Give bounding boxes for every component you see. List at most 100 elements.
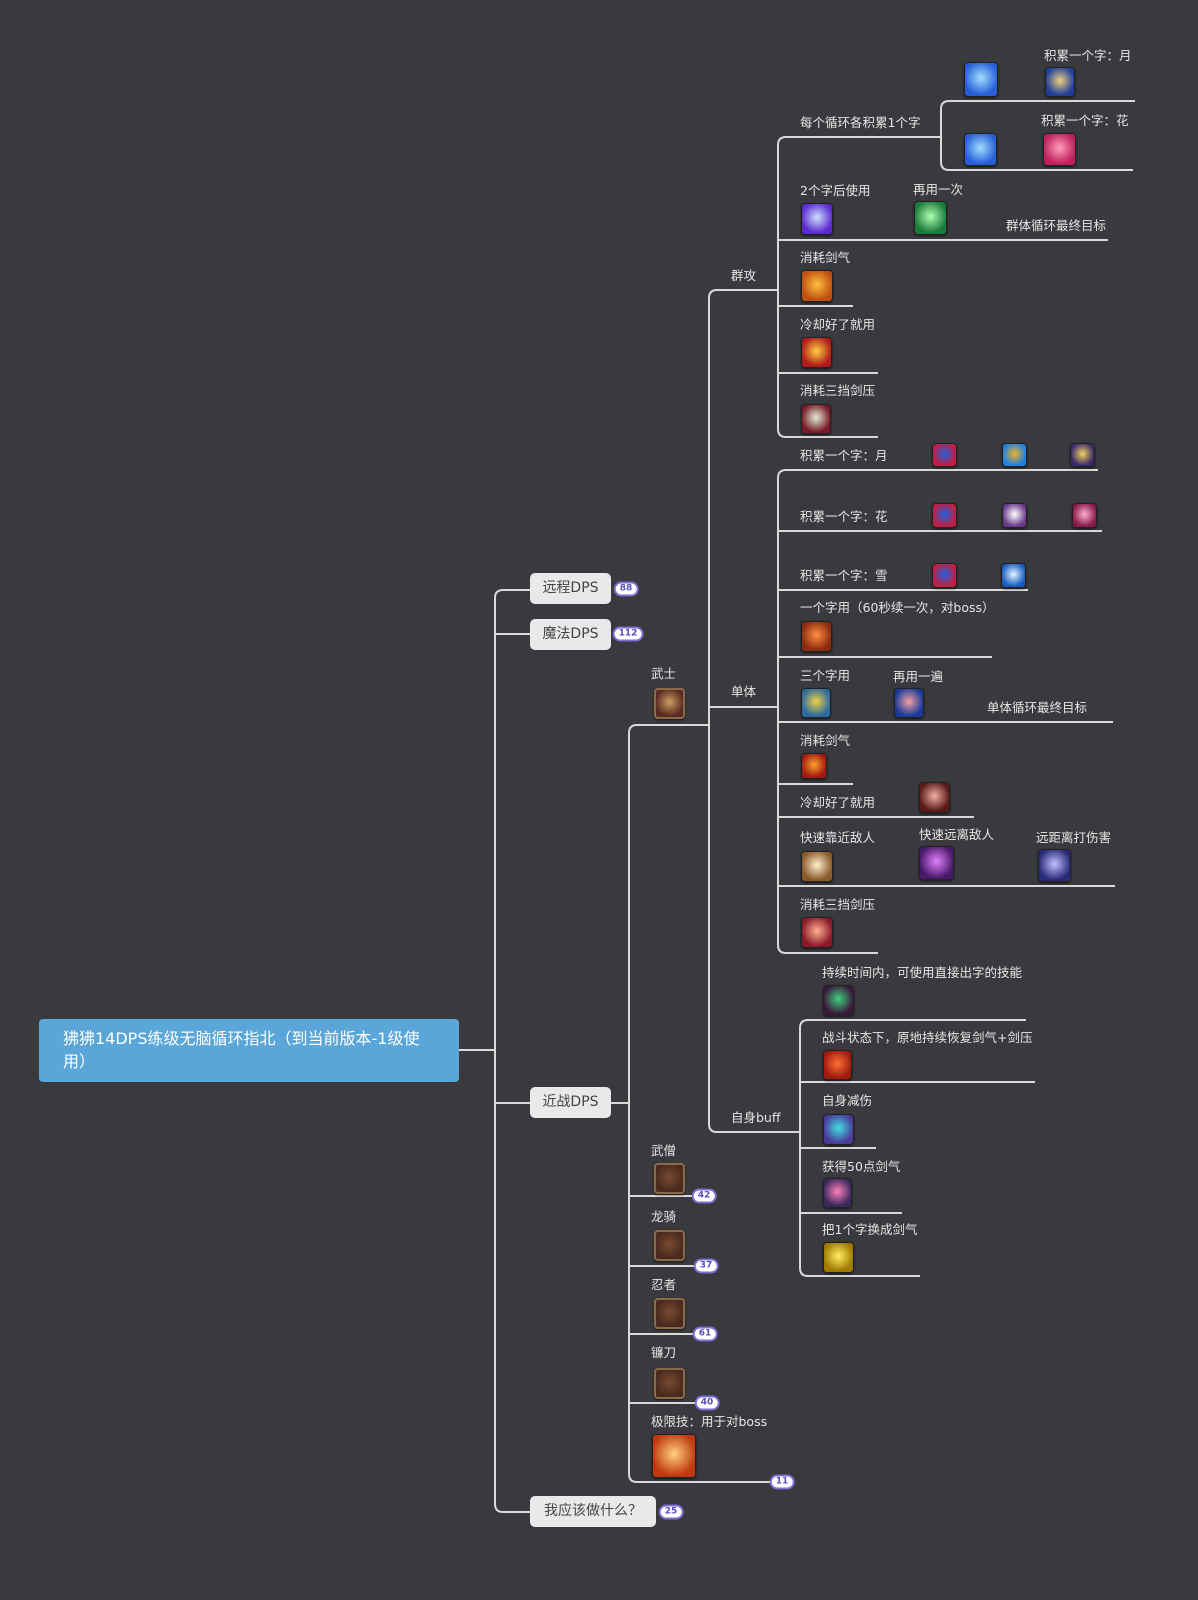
topic-label[interactable]: 单体循环最终目标	[987, 700, 1088, 715]
topic-what-should-i-do[interactable]: 我应该做什么？	[530, 1496, 656, 1527]
topic-label[interactable]: 一个字用（60秒续一次，对boss）	[800, 600, 995, 615]
topic-label: 我应该做什么？	[544, 1503, 642, 1519]
topic-label[interactable]: 持续时间内，可使用直接出字的技能	[822, 965, 1023, 980]
fire-slash-skill-icon	[801, 753, 827, 779]
collapsed-count-badge[interactable]: 112	[612, 626, 644, 642]
gold-blue-slash-skill-icon	[1002, 443, 1027, 467]
topic-melee-dps[interactable]: 近战DPS	[530, 1087, 611, 1118]
root-topic[interactable]: 狒狒14DPS练级无脑循环指北（到当前版本-1级使用）	[39, 1019, 459, 1082]
topic-label[interactable]: 群体循环最终目标	[1006, 218, 1107, 233]
connector-line	[940, 100, 1135, 110]
topic-label[interactable]: 忍者	[651, 1277, 677, 1292]
blue-swirl-skill-icon	[964, 133, 997, 166]
topic-label[interactable]: 消耗剑气	[800, 733, 851, 748]
three-orbs-skill-icon	[823, 985, 854, 1016]
red-blue-slash-skill-icon	[932, 563, 957, 588]
root-title: 狒狒14DPS练级无脑循环指北（到当前版本-1级使用）	[63, 1029, 420, 1071]
topic-label: 近战DPS	[542, 1094, 599, 1110]
collapsed-count-badge[interactable]: 25	[658, 1504, 684, 1520]
lightning-slash-skill-icon	[1002, 503, 1027, 528]
monk-job-icon	[654, 1163, 685, 1194]
topic-label: 魔法DPS	[542, 626, 599, 642]
green-burst-skill-icon	[914, 201, 947, 235]
connector-line	[628, 1473, 770, 1483]
topic-label[interactable]: 自身减伤	[822, 1093, 873, 1108]
connector-line	[777, 136, 941, 146]
reaper-job-icon	[654, 1368, 685, 1399]
topic-magic-dps[interactable]: 魔法DPS	[530, 619, 611, 650]
topic-label[interactable]: 冷却好了就用	[800, 317, 876, 332]
topic-label[interactable]: 每个循环各积累1个字	[800, 115, 921, 130]
topic-label[interactable]: 再用一遍	[893, 669, 944, 684]
topic-label[interactable]: 积累一个字：花	[1041, 113, 1129, 128]
topic-label[interactable]: 龙骑	[651, 1209, 677, 1224]
topic-label[interactable]: 武士	[651, 666, 677, 681]
connector-line	[777, 428, 878, 438]
connector-line	[777, 469, 1098, 479]
collapsed-count-badge[interactable]: 61	[692, 1326, 718, 1342]
topic-label[interactable]: 获得50点剑气	[822, 1159, 901, 1174]
topic-label[interactable]: 三个字用	[800, 668, 851, 683]
connector-line	[777, 944, 878, 954]
topic-label[interactable]: 镰刀	[651, 1345, 677, 1360]
dark-slash-skill-icon	[919, 782, 950, 813]
flower-skill-icon	[1043, 133, 1076, 166]
topic-label[interactable]: 快速远离敌人	[919, 827, 995, 842]
red-strike-skill-icon	[801, 337, 832, 368]
meditate-skill-icon	[823, 1050, 852, 1080]
topic-label[interactable]: 消耗三挡剑压	[800, 383, 876, 398]
topic-ranged-dps[interactable]: 远程DPS	[530, 573, 611, 604]
connector-line	[799, 1267, 920, 1277]
topic-label[interactable]: 消耗三挡剑压	[800, 897, 876, 912]
topic-label[interactable]: 远距离打伤害	[1036, 830, 1112, 845]
topic-label[interactable]: 单体	[731, 684, 757, 699]
topic-label[interactable]: 积累一个字：月	[1044, 48, 1132, 63]
topic-label[interactable]: 冷却好了就用	[800, 795, 876, 810]
backstep-skill-icon	[919, 846, 954, 880]
moon-slash-skill-icon	[1045, 67, 1075, 97]
crescent-stars-skill-icon	[801, 688, 831, 718]
collapsed-count-badge[interactable]: 11	[769, 1474, 795, 1490]
collapsed-count-badge[interactable]: 40	[694, 1395, 720, 1411]
crimson-slash-skill-icon	[801, 917, 833, 948]
topic-label[interactable]: 积累一个字：花	[800, 509, 888, 524]
topic-label[interactable]: 把1个字换成剑气	[822, 1222, 918, 1237]
dragoon-job-icon	[654, 1230, 685, 1261]
red-blue-slash-skill-icon	[932, 443, 957, 467]
fire-rings-skill-icon	[801, 621, 832, 652]
topic-label[interactable]: 积累一个字：月	[800, 448, 888, 463]
red-blue-slash-skill-icon	[932, 503, 957, 528]
ninja-job-icon	[654, 1298, 685, 1329]
limit-break-icon	[652, 1434, 696, 1478]
topic-label: 远程DPS	[542, 580, 599, 596]
blue-swirl-skill-icon	[964, 62, 998, 97]
topic-label[interactable]: 消耗剑气	[800, 250, 851, 265]
orange-vortex-skill-icon	[801, 270, 833, 302]
purple-spark-skill-icon	[823, 1178, 852, 1208]
blue-moon-skill-icon	[894, 688, 924, 718]
connector-line	[708, 289, 778, 299]
topic-label[interactable]: 武僧	[651, 1143, 677, 1158]
ice-flash-skill-icon	[1001, 563, 1026, 588]
crescent-skill-icon	[1070, 443, 1095, 467]
purple-burst-skill-icon	[801, 203, 833, 235]
gold-figure-skill-icon	[823, 1242, 854, 1273]
topic-label[interactable]: 群攻	[731, 268, 757, 283]
collapsed-count-badge[interactable]: 42	[691, 1188, 717, 1204]
pink-star-skill-icon	[1072, 503, 1097, 528]
collapsed-count-badge[interactable]: 88	[613, 581, 639, 597]
topic-label[interactable]: 再用一次	[913, 182, 964, 197]
topic-label[interactable]: 极限技：用于对boss	[651, 1414, 768, 1429]
dash-skill-icon	[801, 851, 833, 882]
topic-label[interactable]: 自身buff	[731, 1110, 781, 1125]
collapsed-count-badge[interactable]: 37	[693, 1258, 719, 1274]
topic-label[interactable]: 快速靠近敌人	[800, 830, 876, 845]
topic-label[interactable]: 战斗状态下，原地持续恢复剑气+剑压	[822, 1030, 1033, 1045]
mountain-skill-icon	[801, 404, 831, 434]
connector-line	[494, 589, 530, 599]
shield-aura-skill-icon	[823, 1114, 854, 1145]
connector-line	[628, 724, 709, 734]
topic-label[interactable]: 积累一个字：雪	[800, 568, 888, 583]
topic-label[interactable]: 2个字后使用	[800, 183, 871, 198]
